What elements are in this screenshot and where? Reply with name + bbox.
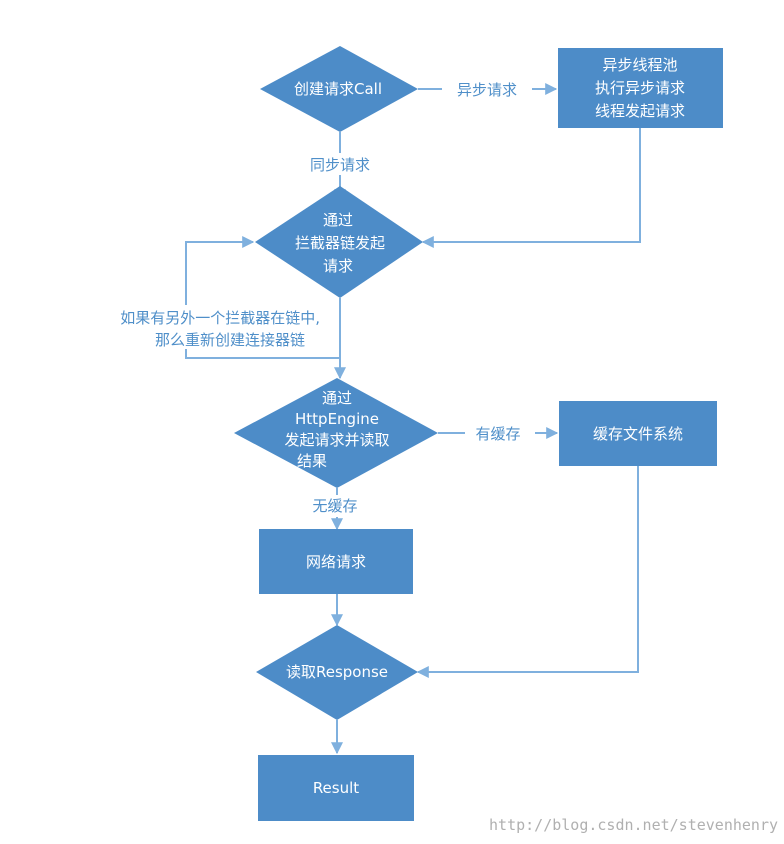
node-http-engine-line1: 通过 bbox=[322, 389, 352, 407]
label-loop-note-line2: 那么重新创建连接器链 bbox=[155, 331, 305, 349]
node-async-pool-line1: 异步线程池 bbox=[602, 56, 677, 74]
node-create-call-label: 创建请求Call bbox=[294, 80, 382, 98]
label-no-cache: 无缓存 bbox=[312, 497, 357, 515]
node-interceptor-line1: 通过 bbox=[323, 211, 353, 229]
node-read-response bbox=[256, 625, 418, 720]
node-async-pool-line3: 线程发起请求 bbox=[595, 102, 685, 120]
node-async-pool-line2: 执行异步请求 bbox=[595, 79, 685, 97]
node-interceptor-chain bbox=[255, 186, 423, 298]
label-sync-request: 同步请求 bbox=[310, 156, 370, 174]
node-network-request-label: 网络请求 bbox=[306, 553, 366, 571]
edge-cache-to-response bbox=[416, 466, 639, 678]
label-loop-note-line1: 如果有另外一个拦截器在链中, bbox=[120, 309, 320, 327]
watermark-text: http://blog.csdn.net/stevenhenry bbox=[489, 816, 778, 834]
node-interceptor-line3: 请求 bbox=[323, 257, 353, 275]
node-cache-file-system bbox=[559, 401, 717, 466]
node-create-call bbox=[260, 46, 418, 132]
node-result-label: Result bbox=[313, 779, 359, 797]
edge-async-to-interceptor bbox=[421, 128, 641, 248]
node-http-engine bbox=[234, 378, 438, 488]
label-async-request: 异步请求 bbox=[457, 81, 517, 99]
node-result bbox=[258, 755, 414, 821]
label-has-cache: 有缓存 bbox=[475, 425, 520, 443]
node-interceptor-line2: 拦截器链发起 bbox=[295, 234, 385, 252]
node-read-response-label: 读取Response bbox=[286, 663, 388, 681]
node-cache-fs-label: 缓存文件系统 bbox=[593, 425, 683, 443]
node-http-engine-line4: 结果 bbox=[297, 452, 327, 470]
node-async-thread-pool bbox=[558, 48, 723, 128]
node-http-engine-line3: 发起请求并读取 bbox=[284, 431, 389, 449]
node-http-engine-line2: HttpEngine bbox=[295, 410, 379, 428]
node-network-request bbox=[259, 529, 413, 594]
